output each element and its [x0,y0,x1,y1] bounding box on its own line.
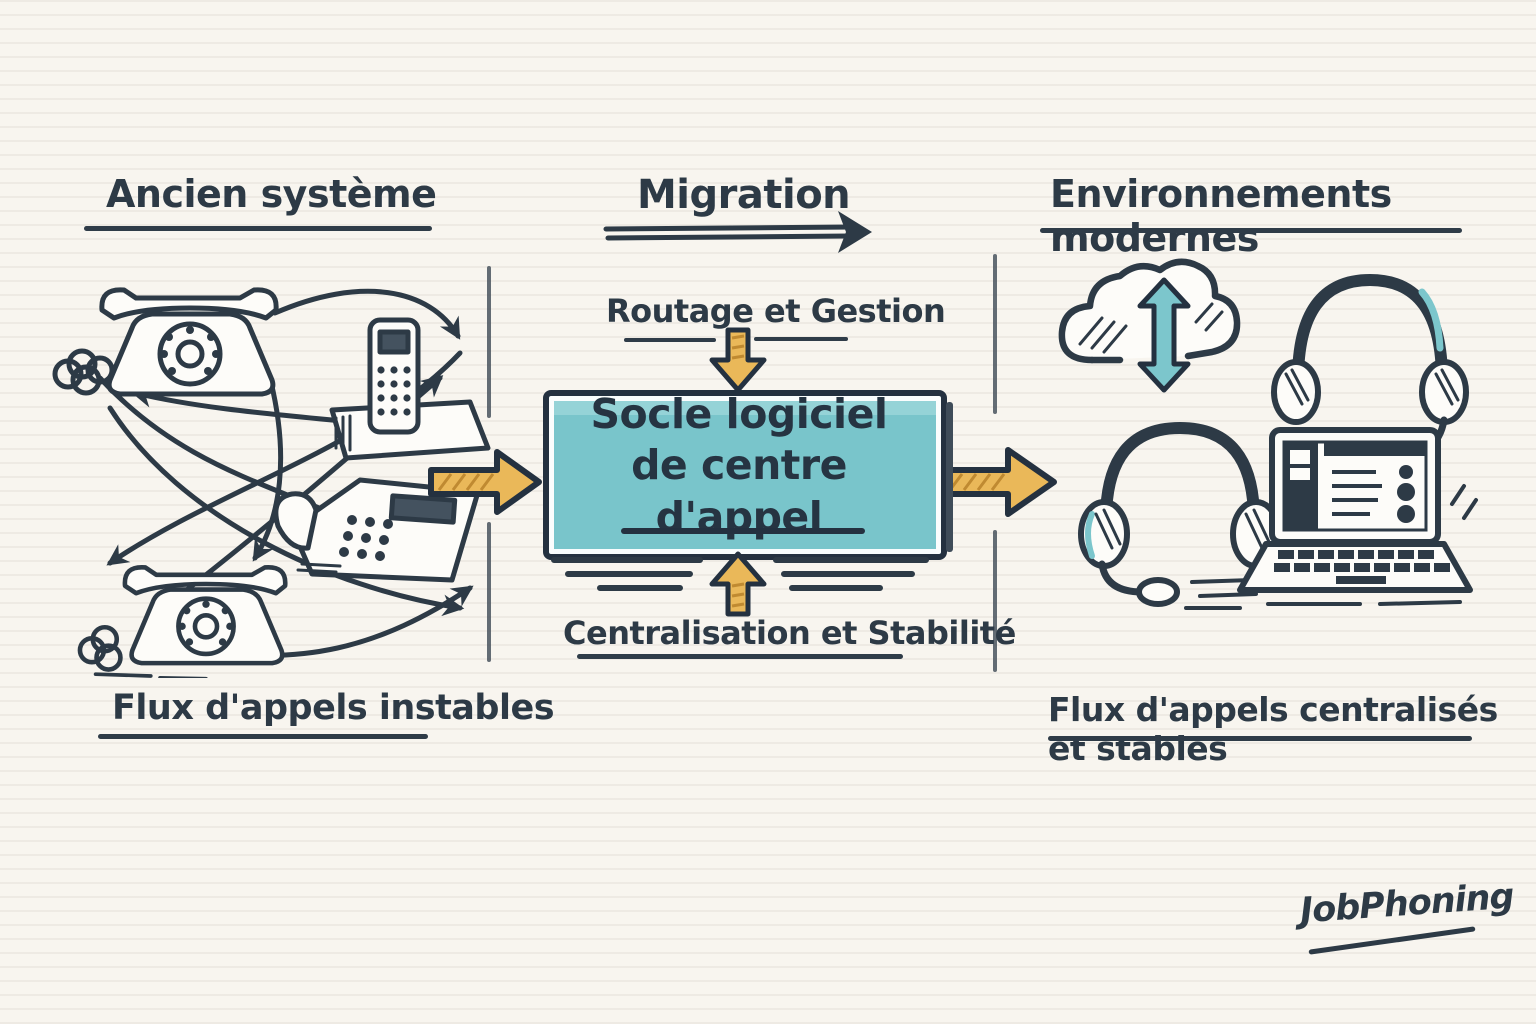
rotary-phone-icon [52,287,279,397]
desk-phone-icon [273,477,481,583]
software-platform-label: Socle logiciel de centre d'appel [543,390,935,541]
brand-logo: JobPhoning [1298,876,1515,932]
old-system-scene [52,287,491,678]
stability-label: Centralisation et Stabilité [563,614,1016,652]
software-platform-box-face [543,390,953,560]
routing-underline-left [624,338,716,342]
routing-underline-right [754,337,848,341]
cloud-sync-icon [1058,258,1241,393]
left-section-title: Ancien système [106,172,437,216]
left-caption: Flux d'appels instables [112,688,555,728]
right-divider-top [993,254,997,414]
center-section-title: Migration [637,172,851,218]
rotary-phone-icon [77,565,288,678]
left-divider-top [487,266,491,418]
stability-up-arrow-icon [709,551,767,617]
right-caption: Flux d'appels centralisés et stables [1048,690,1498,768]
cordless-phone-icon [329,317,491,461]
stability-underline [577,654,903,659]
box-shadow-lines [551,557,929,591]
right-caption-underline [1048,736,1472,741]
software-platform-underline [621,528,865,534]
brand-logo-underline [1308,926,1476,955]
migration-arrow-icon [603,211,872,253]
right-section-title: Environnements modernes [1050,172,1392,260]
modern-environment-scene [1058,258,1478,610]
software-platform-box: Socle logiciel de centre d'appel [543,382,953,560]
flow-out-arrow-icon [939,447,1057,517]
flow-in-arrow-icon [428,449,542,515]
right-divider-bottom [993,530,997,672]
left-title-underline [84,226,432,231]
routing-down-arrow-icon [709,327,767,393]
software-platform-line1: Socle logiciel [590,390,888,439]
left-caption-underline [98,734,428,739]
left-divider-bottom [487,522,491,662]
routing-label: Routage et Gestion [606,292,946,330]
right-title-underline [1040,228,1462,233]
laptop-callcenter-icon [1237,427,1478,606]
